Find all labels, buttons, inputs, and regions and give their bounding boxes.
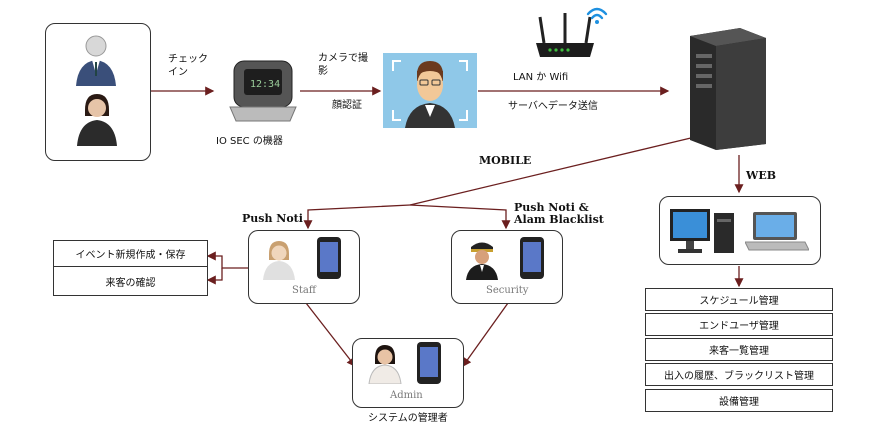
arrow-to-staff xyxy=(303,204,411,230)
event-create-box: イベント新規作成・保存 xyxy=(53,240,208,267)
web-label: WEB xyxy=(746,169,777,182)
arrow-staff-to-event xyxy=(206,251,248,269)
staff-label: Staff xyxy=(292,285,316,296)
male-user-icon xyxy=(76,35,116,86)
camera-capture-label: カメラで撮 影 xyxy=(318,53,368,77)
smartphone-icon xyxy=(520,237,544,279)
desktop-computer-icon xyxy=(670,209,734,253)
router-icon xyxy=(536,13,594,57)
system-admin-label: システムの管理者 xyxy=(368,413,448,424)
face-scan-icon xyxy=(383,53,477,128)
smartphone-icon xyxy=(417,342,441,384)
female-user-icon xyxy=(263,241,295,280)
face-auth-label: 顔認証 xyxy=(332,100,362,111)
feature-schedule: スケジュール管理 xyxy=(645,288,833,311)
feature-equipment: 設備管理 xyxy=(645,389,833,412)
arrow-security-to-admin xyxy=(462,302,509,368)
female-user-icon xyxy=(368,345,402,384)
push-noti-label: Push Noti xyxy=(242,212,303,225)
svg-text:12:34: 12:34 xyxy=(250,79,280,90)
guard-icon xyxy=(466,242,498,280)
admin-box xyxy=(352,338,464,408)
device-icon: 12:34 xyxy=(229,60,297,122)
security-box xyxy=(451,230,563,304)
feature-history-blacklist: 出入の履歴、ブラックリスト管理 xyxy=(645,363,833,386)
feature-enduser: エンドユーザ管理 xyxy=(645,313,833,336)
device-label: IO SEC の機器 xyxy=(216,136,283,147)
server-icon xyxy=(690,28,766,150)
lan-wifi-label: LAN か Wifi xyxy=(513,72,569,83)
line-server-to-mobile xyxy=(409,136,696,206)
smartphone-icon xyxy=(317,237,341,279)
push-noti-alam-label: Push Noti & Alam Blacklist xyxy=(514,201,604,226)
send-to-server-label: サーバへデータ送信 xyxy=(508,101,598,112)
arrow-staff-to-visitor xyxy=(206,268,223,285)
arrow-to-security xyxy=(409,204,511,230)
security-label: Security xyxy=(486,285,529,296)
wifi-icon xyxy=(586,7,608,24)
checkin-label: チェック イン xyxy=(168,54,208,78)
arrow-staff-to-admin xyxy=(305,302,356,368)
feature-visitor-list: 来客一覧管理 xyxy=(645,338,833,361)
visitor-check-box: 来客の確認 xyxy=(53,266,208,296)
mobile-label: MOBILE xyxy=(479,154,532,167)
laptop-icon xyxy=(745,212,809,251)
staff-box xyxy=(248,230,360,304)
female-user-icon xyxy=(77,94,117,146)
admin-label: Admin xyxy=(390,390,423,401)
